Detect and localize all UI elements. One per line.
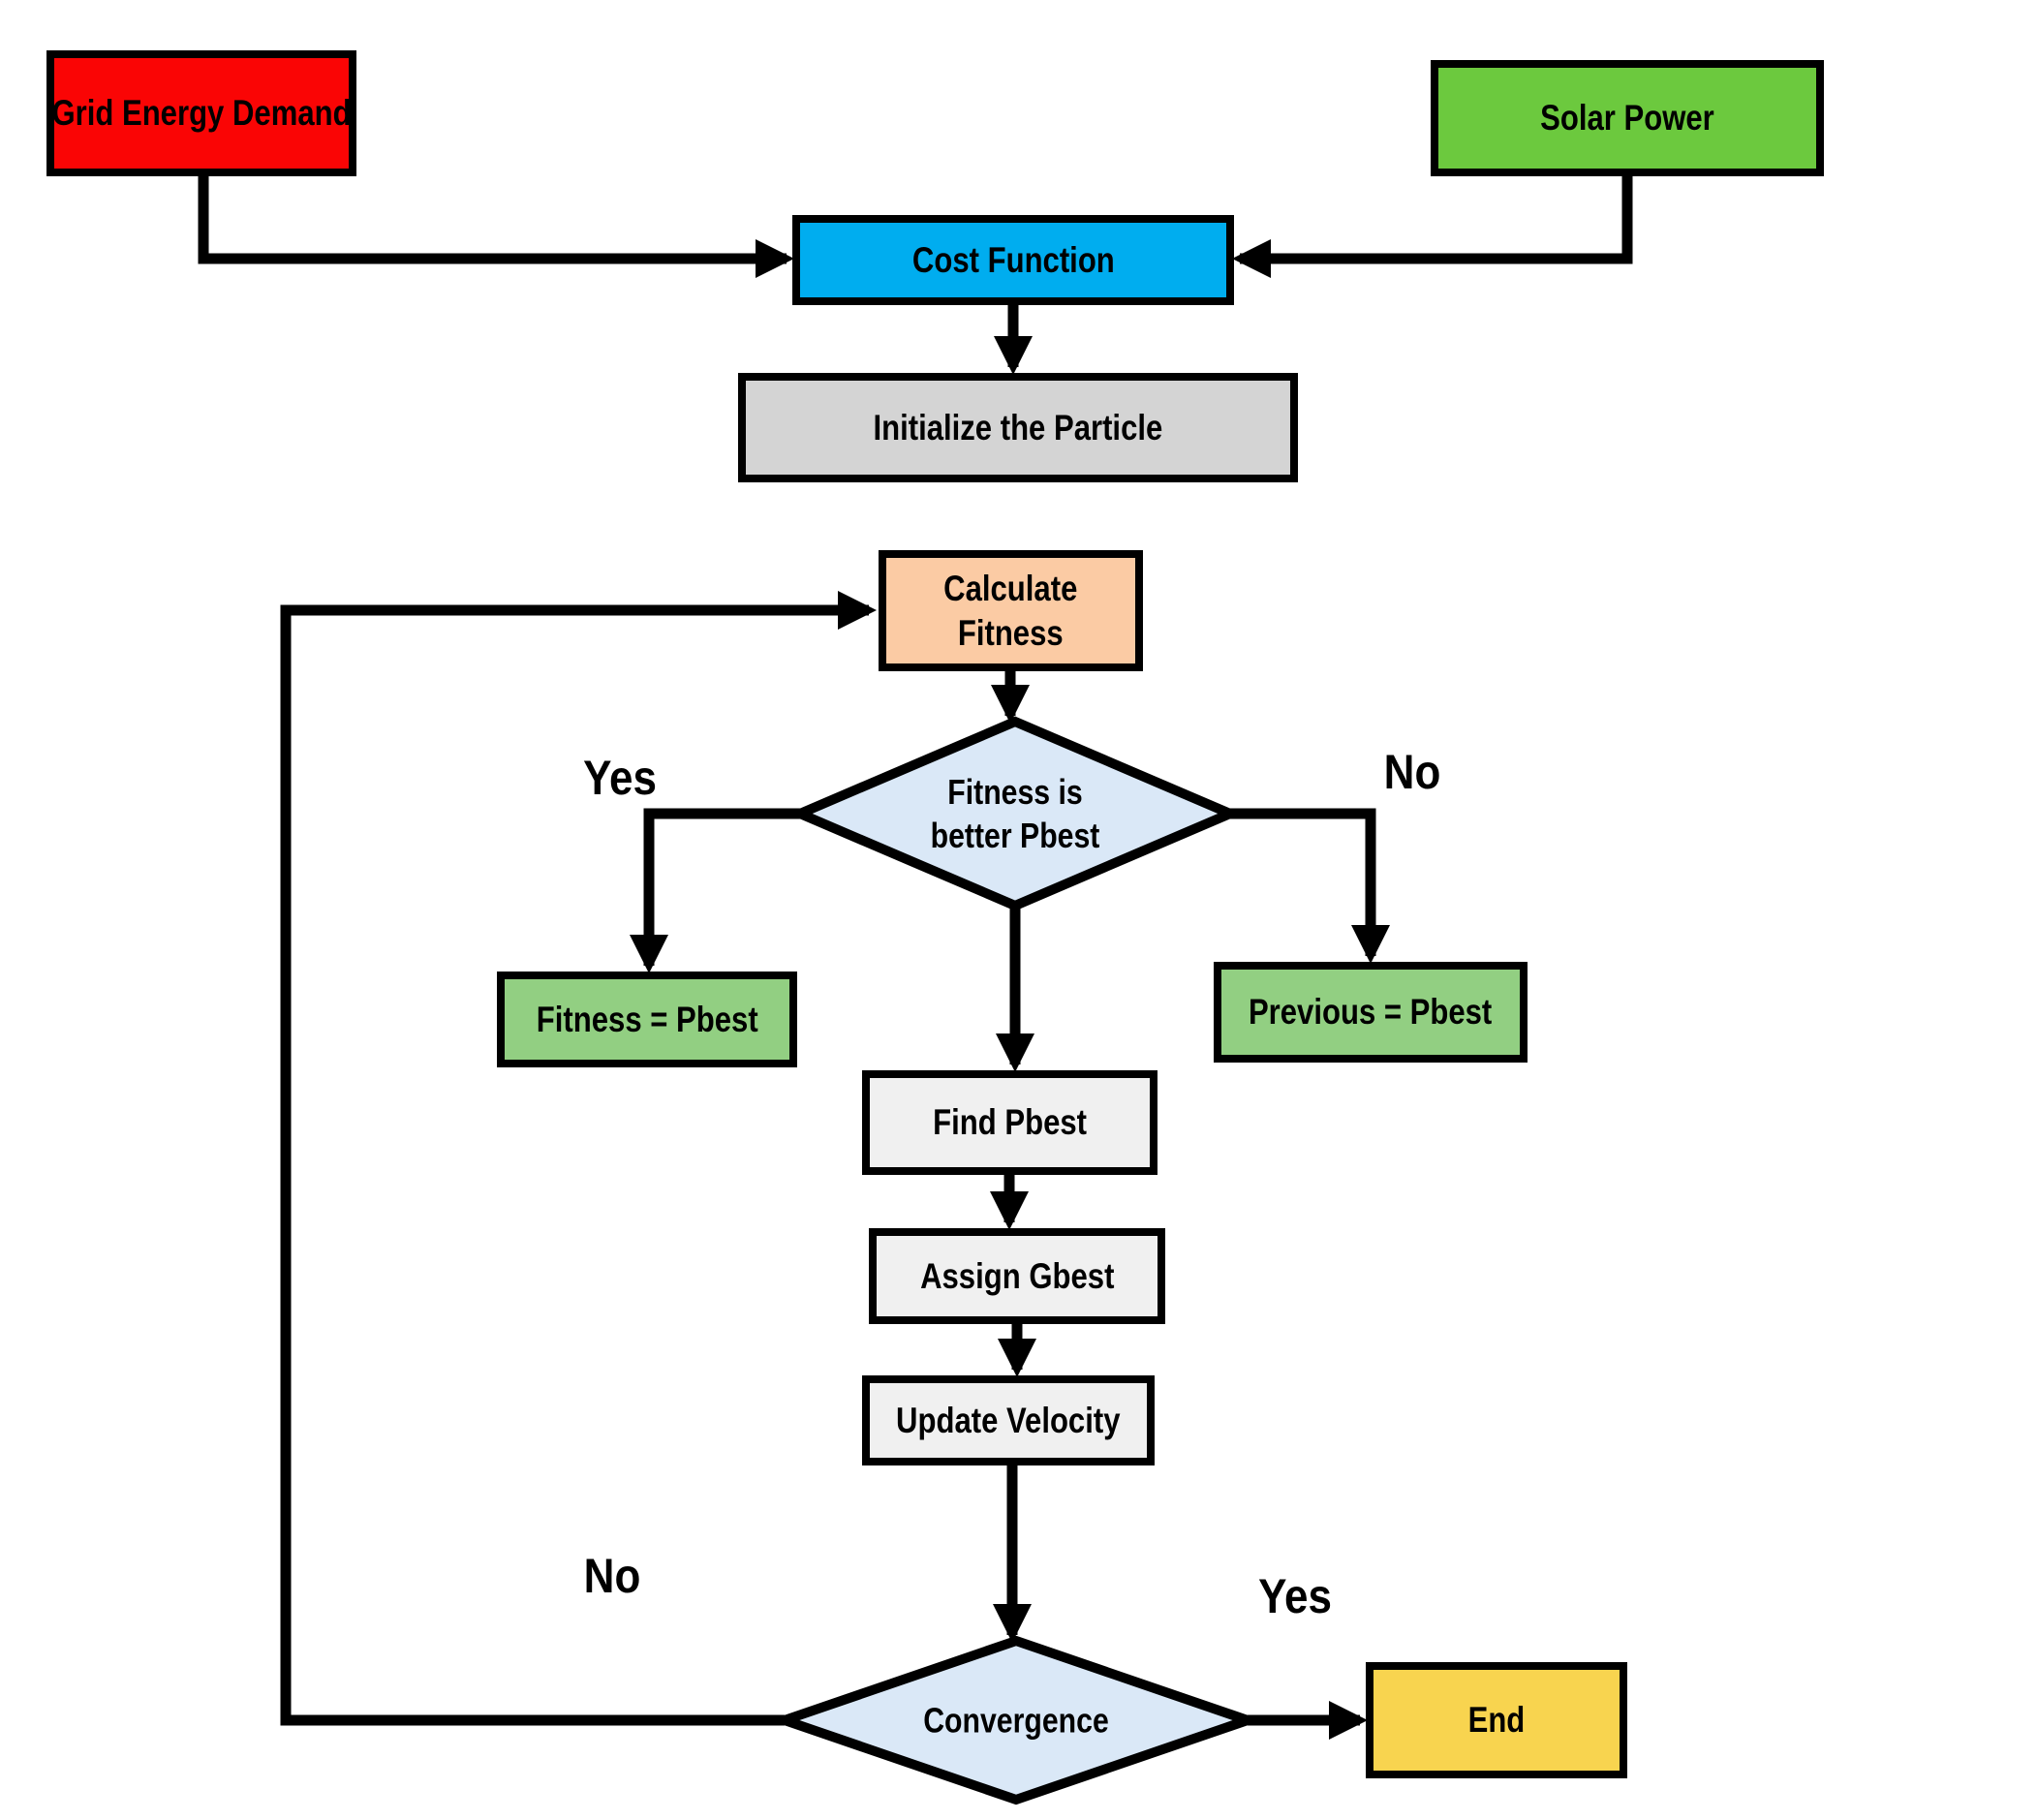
node-solar-power: Solar Power: [1431, 60, 1824, 176]
branch-label-yes-bottom: Yes: [1258, 1569, 1332, 1623]
node-end: End: [1366, 1662, 1627, 1778]
node-find-pbest-label: Find Pbest: [933, 1102, 1087, 1143]
node-assign-gbest-label: Assign Gbest: [919, 1255, 1115, 1296]
node-end-label: End: [1467, 1700, 1526, 1741]
edge-convergence-no-loop-to-calculate-fitness: [280, 591, 877, 1726]
node-grid-energy-demand-label: Grid Energy Demand: [51, 93, 352, 134]
edge-grid-to-cost-function: [198, 176, 794, 278]
branch-label-no-bottom: No: [583, 1549, 641, 1603]
node-fitness-equals-pbest: Fitness = Pbest: [497, 972, 797, 1067]
edge-decision-no-to-previous-pbest: [1230, 808, 1390, 964]
node-cost-function-label: Cost Function: [911, 239, 1115, 280]
branch-label-no-top: No: [1383, 745, 1441, 799]
edge-decision-yes-to-fitness-pbest: [630, 808, 800, 973]
node-update-velocity: Update Velocity: [862, 1375, 1155, 1465]
node-fitness-equals-pbest-label: Fitness = Pbest: [536, 999, 758, 1039]
node-previous-equals-pbest: Previous = Pbest: [1214, 962, 1528, 1063]
decision-convergence-shape: [769, 1635, 1263, 1805]
edge-solar-to-cost-function: [1232, 176, 1633, 278]
node-find-pbest: Find Pbest: [862, 1070, 1157, 1175]
node-previous-equals-pbest-label: Previous = Pbest: [1249, 992, 1493, 1033]
node-initialize-particle-label: Initialize the Particle: [873, 407, 1163, 447]
decision-convergence-label: Convergence: [923, 1700, 1109, 1741]
decision-fitness-better-pbest-shape: [787, 716, 1243, 911]
node-cost-function: Cost Function: [792, 215, 1234, 305]
node-grid-energy-demand: Grid Energy Demand: [46, 50, 356, 176]
node-update-velocity-label: Update Velocity: [896, 1400, 1121, 1440]
branch-label-yes-top: Yes: [583, 751, 657, 805]
node-solar-power-label: Solar Power: [1540, 98, 1714, 139]
node-initialize-particle: Initialize the Particle: [738, 373, 1298, 482]
node-assign-gbest: Assign Gbest: [869, 1228, 1165, 1324]
